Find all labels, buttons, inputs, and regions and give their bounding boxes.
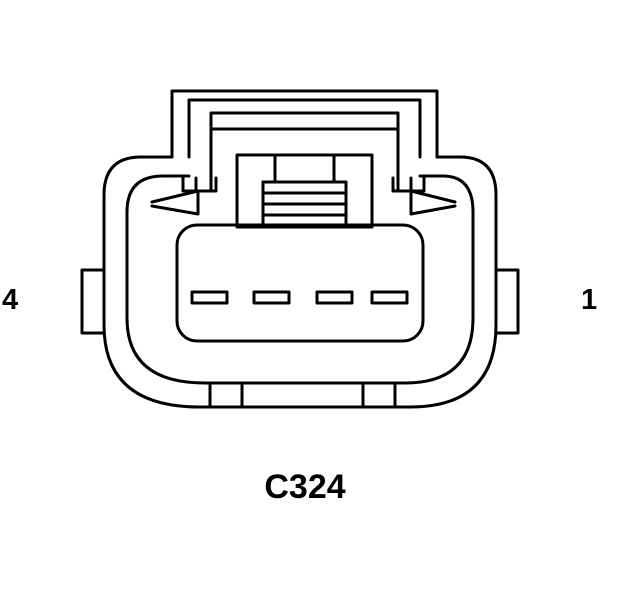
retaining-clip-left	[150, 176, 218, 216]
terminal-slot-pin-2	[315, 290, 354, 305]
side-nub-left	[80, 268, 106, 335]
bottom-keys	[208, 381, 397, 409]
latch-block	[235, 153, 374, 229]
terminal-cavity	[175, 223, 425, 343]
connector-id-label: C324	[264, 468, 346, 506]
terminal-slots	[190, 290, 409, 305]
side-nub-right	[494, 268, 520, 335]
outer-housing	[102, 155, 498, 409]
terminal-slot-pin-3	[252, 290, 291, 305]
pin-label-left: 4	[2, 284, 19, 316]
retaining-clip-right	[391, 176, 457, 216]
locking-tab	[170, 89, 439, 192]
pin-label-right: 1	[581, 284, 598, 316]
terminal-slot-pin-4	[190, 290, 229, 305]
terminal-slot-pin-1	[370, 290, 409, 305]
inner-housing	[125, 174, 475, 385]
